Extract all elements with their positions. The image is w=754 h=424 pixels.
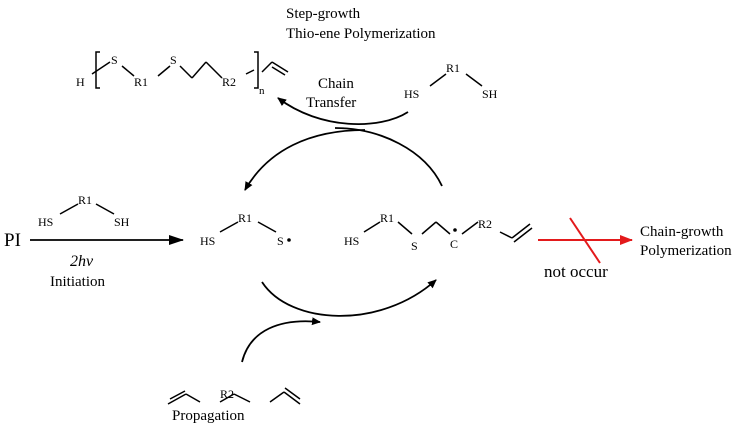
polymer-s1: S (111, 53, 118, 67)
diene-monomer (167, 387, 301, 405)
chain-growth-line-2: Polymerization (640, 243, 732, 259)
propagation-arrow (241, 317, 321, 363)
bond-r1-s (157, 65, 171, 77)
chain-growth-line-1: Chain-growth (640, 224, 724, 240)
bond-s-r1 (121, 65, 135, 77)
polymer-r1: R1 (134, 75, 148, 89)
bond-h-s (91, 61, 111, 75)
polymer-s2: S (170, 53, 177, 67)
carbon-radical-r2: R2 (478, 217, 492, 231)
not-occur-label: not occur (544, 262, 608, 281)
cycle-arc-bottom (261, 279, 437, 317)
polymer-r2: R2 (222, 75, 236, 89)
initiation-dithiol-r1: R1 (78, 193, 92, 207)
dithiol-top-sh: SH (482, 87, 498, 101)
cycle-arc-top-left (244, 129, 366, 191)
chain-transfer-arrow (277, 97, 409, 125)
bond-ch2-r2 (205, 61, 223, 79)
carbon-radical-r1: R1 (380, 211, 394, 225)
bond-s-ch2 (179, 65, 193, 79)
vinyl-double-2 (271, 66, 286, 76)
polymer-h: H (76, 75, 85, 89)
title-line-1: Step-growth (286, 6, 361, 22)
cycle-arc-top-right (334, 127, 443, 187)
dithiol-top-r1: R1 (446, 61, 460, 75)
thiyl-radical-s: S (277, 234, 284, 248)
vinyl-bond (261, 61, 273, 73)
carbon-radical-hs: HS (344, 234, 359, 248)
polymer-product (91, 51, 289, 89)
initiation-dithiol (59, 203, 115, 215)
initiation-dithiol-sh: SH (114, 215, 130, 229)
propagation-label: Propagation (172, 408, 245, 424)
carbon-radical-s: S (411, 239, 418, 253)
chain-transfer-line-2: Transfer (306, 95, 356, 111)
initiator-pi: PI (4, 230, 21, 251)
dithiol-top (429, 73, 483, 87)
dithiol-top-hs: HS (404, 87, 419, 101)
polymer-n-subscript: n (259, 85, 265, 97)
bond-ch2-ch2 (191, 61, 207, 79)
initiation-dithiol-hs: HS (38, 215, 53, 229)
title-line-2: Thio-ene Polymerization (286, 26, 436, 42)
initiation-energy: 2hv (70, 253, 94, 270)
carbon-radical-dot (453, 228, 457, 232)
carbon-radical (363, 221, 533, 243)
left-bracket (95, 51, 100, 89)
vinyl-double-1 (271, 61, 289, 73)
diene-r2: R2 (220, 387, 234, 401)
thiyl-radical-r1: R1 (238, 211, 252, 225)
bond-r2-chain (245, 69, 255, 75)
blocked-slash (569, 217, 601, 264)
chain-transfer-line-1: Chain (318, 76, 354, 92)
thiyl-radical-hs: HS (200, 234, 215, 248)
right-bracket (254, 51, 259, 89)
thiyl-radical (219, 221, 277, 233)
initiation-label: Initiation (50, 274, 105, 290)
thiyl-radical-dot (287, 238, 291, 242)
carbon-radical-c: C (450, 237, 458, 251)
